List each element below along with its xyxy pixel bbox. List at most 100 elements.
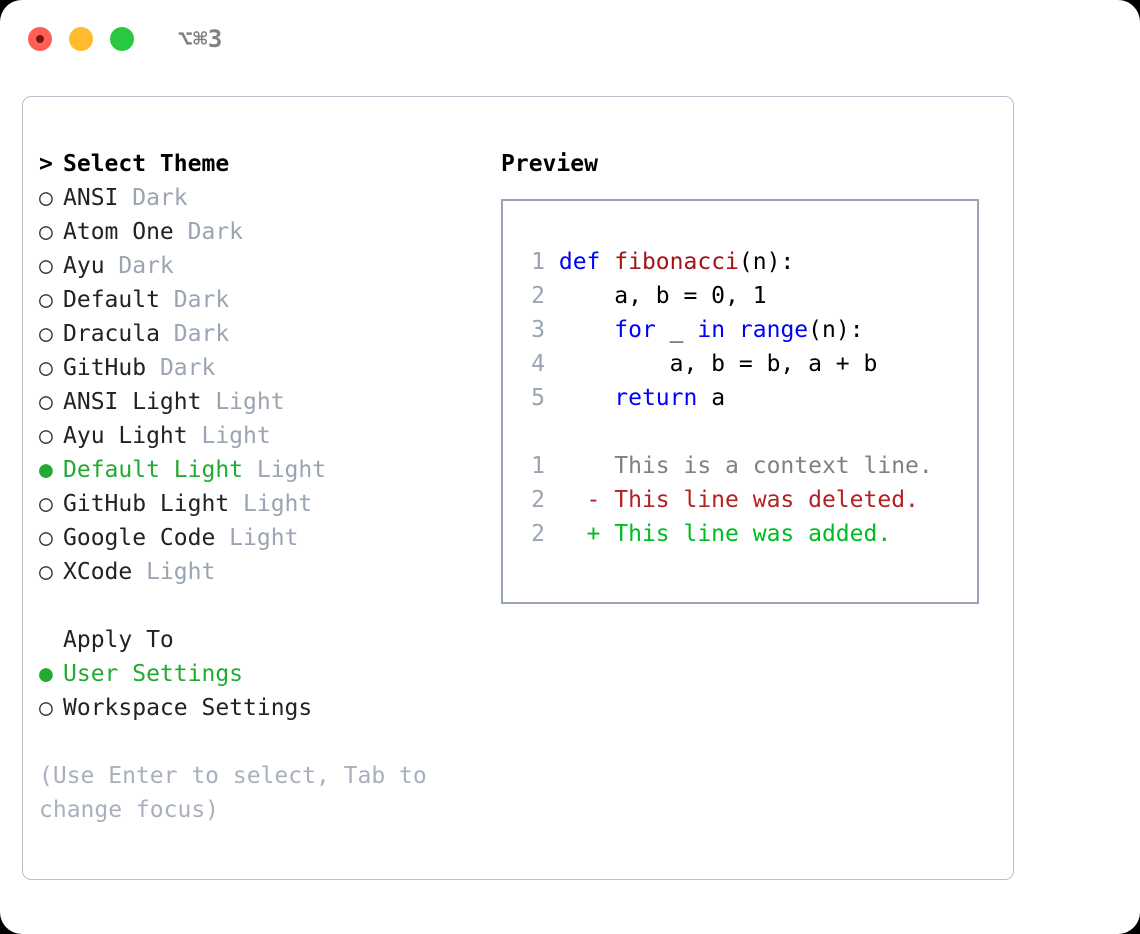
line-number: 1 [531,453,545,479]
code-token [725,317,739,343]
code-token: return [614,385,698,411]
radio-unselected-icon: ○ [39,525,53,551]
apply-to-label: Workspace Settings [63,695,313,721]
theme-name: Atom One [63,219,174,245]
traffic-lights [28,27,134,51]
preview-title: Preview [501,151,598,177]
theme-list-item[interactable]: ○Ayu Dark [39,249,493,283]
apply-to-list: ● User Settings ○ Workspace Settings [39,657,493,725]
line-number: 1 [531,249,545,275]
theme-list-item[interactable]: ○ XCode Light [39,555,493,589]
theme-variant-badge: Light [187,423,271,449]
theme-list-item[interactable]: ○ Google Code Light [39,521,493,555]
diff-sample: 1 This is a context line. 2 - This line w… [519,449,977,551]
code-token [600,249,614,275]
theme-variant-badge: Light [229,491,313,517]
diff-text: This line was deleted. [614,487,919,513]
theme-name: Google Code [63,525,216,551]
theme-name: Ayu Light [63,423,188,449]
theme-list-item[interactable]: ○ GitHub Light Light [39,487,493,521]
gutter-gap [545,249,559,275]
code-token [559,385,614,411]
theme-name: ANSI [63,185,119,211]
gutter-gap [545,283,559,309]
theme-list-item[interactable]: ○Ayu Light Light [39,419,493,453]
theme-list-item[interactable]: ○ANSI Light Light [39,385,493,419]
radio-selected-icon: ● [39,661,53,687]
theme-name: ANSI Light [63,389,202,415]
code-token [559,317,614,343]
radio-unselected-icon: ○ [39,559,53,585]
select-theme-heading: > Select Theme [39,147,493,181]
theme-variant-badge: Dark [104,253,174,279]
apply-to-heading-label: Apply To [63,627,174,653]
code-token: a, b = b, a + b [558,351,878,377]
code-token: fibonacci [614,249,739,275]
keyboard-hint: (Use Enter to select, Tab to change focu… [39,763,441,823]
code-token: _ [655,317,698,343]
code-token: a [697,385,726,411]
title-bar: ⌥⌘3 [0,0,1140,78]
radio-unselected-icon: ○ [39,389,53,415]
maximize-button[interactable] [110,27,134,51]
theme-variant-badge: Dark [146,355,216,381]
theme-name: Default [63,287,160,313]
theme-list-item[interactable]: ● Default Light Light [39,453,493,487]
apply-to-option[interactable]: ○ Workspace Settings [39,691,493,725]
select-theme-heading-label: Select Theme [63,151,230,177]
radio-unselected-icon: ○ [39,321,53,347]
diff-marker: + [545,521,615,547]
radio-unselected-icon: ○ [39,219,53,245]
minimize-button[interactable] [69,27,93,51]
radio-unselected-icon: ○ [39,695,53,721]
radio-unselected-icon: ○ [39,491,53,517]
gutter-gap [545,317,559,343]
close-button[interactable] [28,27,52,51]
preview-pane: Preview 1 def fibonacci (n): 2 a, b = 0, 1… [493,97,1013,879]
code-line: 5 return a [519,381,977,415]
radio-selected-icon: ● [39,457,53,483]
theme-name: Ayu [63,253,105,279]
theme-list-item[interactable]: ○GitHub Dark [39,351,493,385]
apply-to-label: User Settings [63,661,244,687]
code-token: (n): [808,317,864,343]
theme-name: Default Light [63,457,244,483]
theme-name: XCode [63,559,133,585]
list-spacer [39,589,493,623]
diff-marker [545,453,614,479]
theme-variant-badge: Light [215,525,299,551]
code-line: 4 a, b = b, a + b [519,347,977,381]
code-token: def [558,249,601,275]
diff-marker: - [545,487,615,513]
line-number: 2 [531,487,545,513]
keyboard-shortcut-label: ⌥⌘3 [178,25,223,53]
theme-list: ○ANSI Dark○Atom One Dark○Ayu Dark○Defaul… [39,181,493,589]
theme-variant-badge: Light [243,457,327,483]
code-token: for [614,317,656,343]
diff-line: 2 + This line was added. [519,517,977,551]
code-token: range [738,317,809,343]
theme-list-item[interactable]: ○Atom One Dark [39,215,493,249]
line-number: 2 [531,283,545,309]
theme-list-item[interactable]: ○ANSI Dark [39,181,493,215]
theme-name: Dracula [63,321,160,347]
theme-list-item[interactable]: ○Default Dark [39,283,493,317]
window-content: >Select Theme ○ANSI Dark○Atom One Dark○A… [23,97,1013,879]
line-number: 4 [531,351,545,377]
line-number: 5 [531,385,545,411]
theme-selection-pane: >Select Theme ○ANSI Dark○Atom One Dark○A… [23,97,493,879]
diff-text: This is a context line. [614,453,933,479]
radio-unselected-icon: ○ [39,355,53,381]
code-line: 2 a, b = 0, 1 [519,279,977,313]
diff-text: This line was added. [614,521,892,547]
theme-name: GitHub Light [63,491,230,517]
theme-list-item[interactable]: ○Dracula Dark [39,317,493,351]
code-token: a, b = 0, 1 [558,283,767,309]
theme-variant-badge: Dark [159,287,230,313]
theme-variant-badge: Light [132,559,216,585]
prompt-caret-icon: > [39,151,53,177]
apply-to-option[interactable]: ● User Settings [39,657,493,691]
